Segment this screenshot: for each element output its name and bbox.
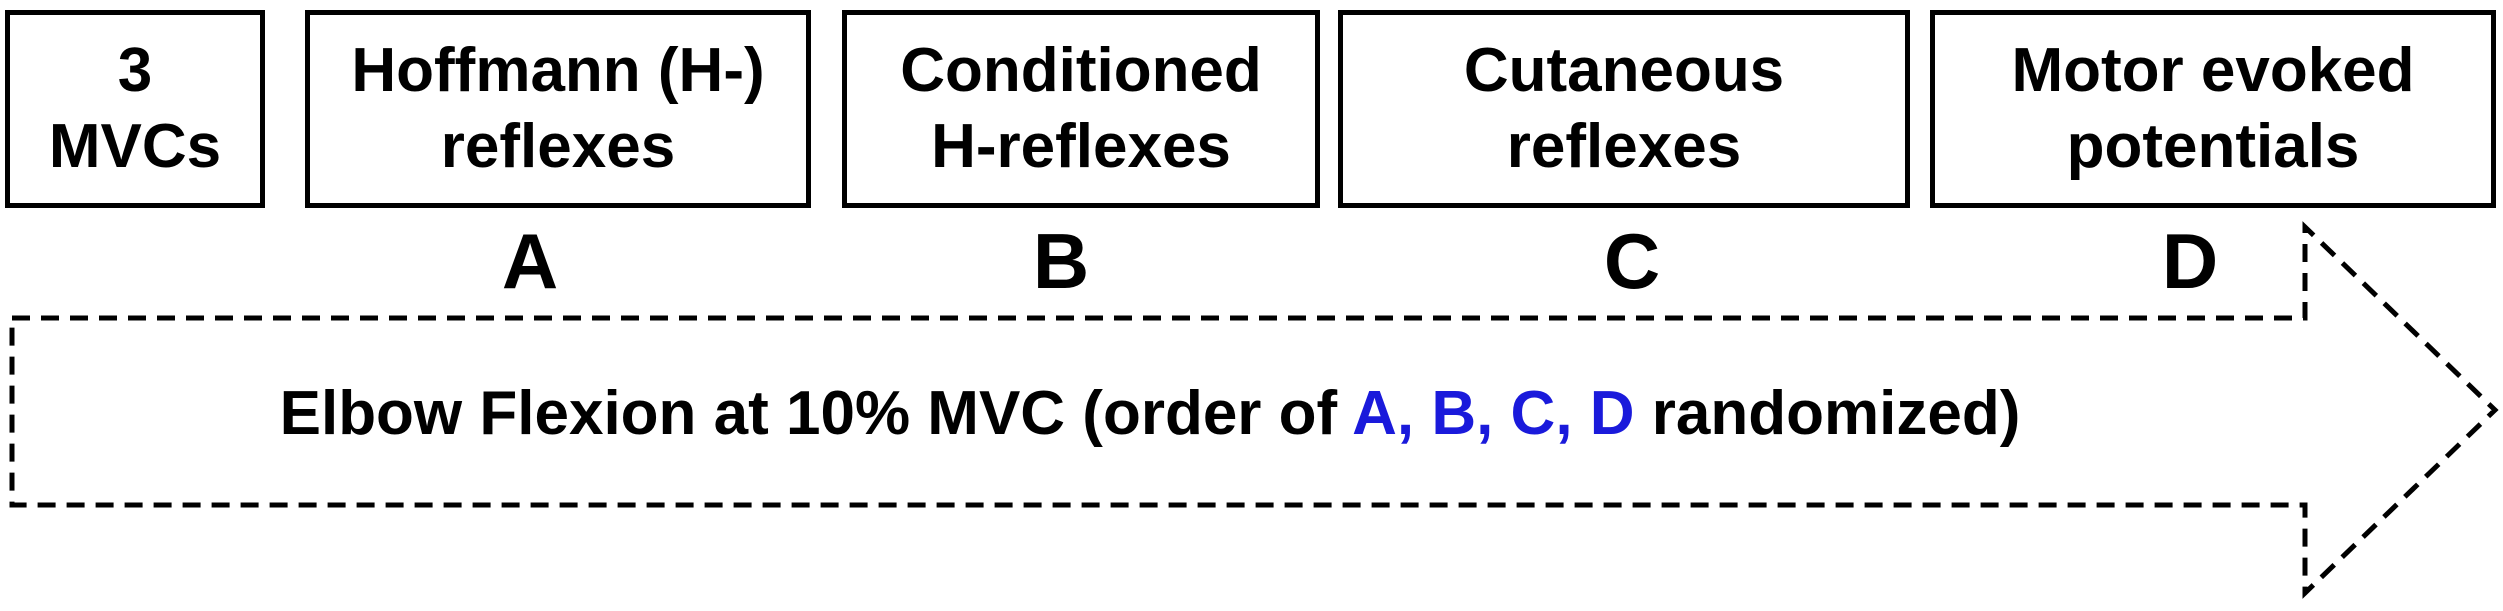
step-box-mvcs: 3 MVCs	[5, 10, 265, 208]
step-box-motor-evoked-potentials: Motor evoked potentials	[1930, 10, 2496, 208]
step-mvcs-line2: MVCs	[48, 112, 222, 181]
label-c: C	[1603, 217, 1661, 305]
step-cutaneous-line2: reflexes	[1506, 112, 1742, 181]
label-d: D	[2161, 217, 2219, 305]
step-mvcs-line1: 3	[117, 36, 153, 105]
step-mep-line2: potentials	[2066, 112, 2360, 181]
step-box-conditioned-h-reflexes: Conditioned H-reflexes	[842, 10, 1320, 208]
step-cutaneous-line1: Cutaneous	[1463, 36, 1785, 105]
step-h-reflexes-line1: Hoffmann (H-)	[351, 36, 765, 105]
step-conditioned-line1: Conditioned	[900, 36, 1262, 105]
step-conditioned-line2: H-reflexes	[931, 112, 1231, 181]
caption-suffix: randomized)	[1634, 379, 2021, 448]
arrow-caption: Elbow Flexion at 10% MVC (order of A, B,…	[0, 364, 2300, 464]
step-box-h-reflexes: Hoffmann (H-) reflexes	[305, 10, 811, 208]
label-b: B	[1032, 217, 1090, 305]
label-a: A	[501, 217, 559, 305]
step-mep-line1: Motor evoked	[2011, 36, 2415, 105]
step-box-cutaneous-reflexes: Cutaneous reflexes	[1338, 10, 1910, 208]
caption-prefix: Elbow Flexion at 10% MVC (order of	[279, 379, 1353, 448]
caption-highlight: A, B, C, D	[1352, 379, 1635, 448]
arrow-outline	[9, 221, 2499, 599]
step-h-reflexes-line2: reflexes	[440, 112, 676, 181]
